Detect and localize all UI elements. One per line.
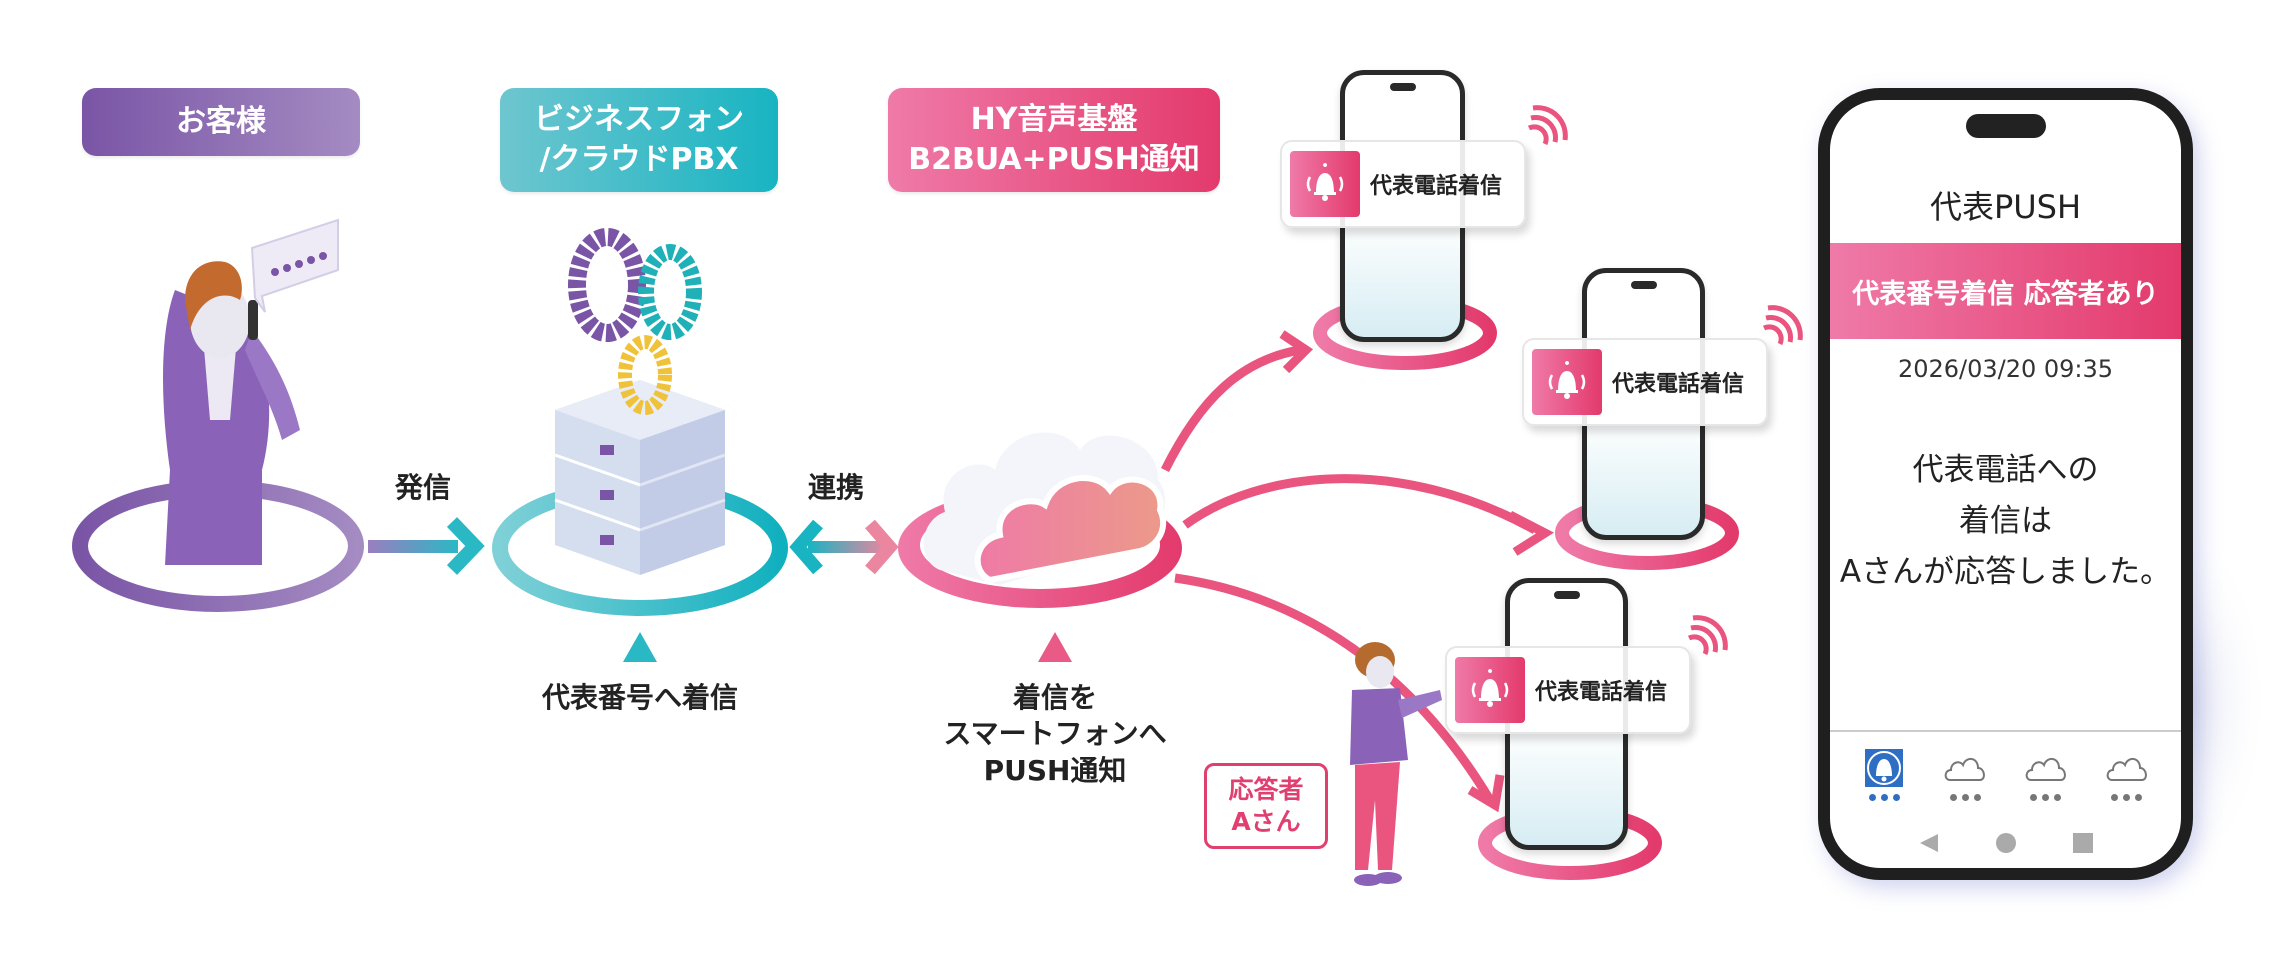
push-path-1	[1160, 345, 1301, 473]
phone-notch	[1630, 281, 1657, 289]
home-icon[interactable]	[1995, 832, 2017, 854]
hy-label-line2: B2BUA+PUSH通知	[908, 142, 1200, 177]
server-icon	[554, 380, 726, 575]
push-notification-2[interactable]: 代表電話着信	[1522, 338, 1768, 426]
camera-notch	[1965, 114, 2046, 138]
push-notification-1[interactable]: 代表電話着信	[1280, 140, 1526, 228]
bell-ringing-icon	[1290, 151, 1360, 217]
customer-label: お客様	[82, 88, 360, 156]
cloud-caption-line1: 着信を	[1012, 681, 1097, 714]
notification-text: 代表電話着信	[1535, 680, 1668, 705]
hy-label: HY音声基盤 B2BUA+PUSH通知	[888, 88, 1220, 192]
phone-notch	[1389, 83, 1416, 91]
notification-text: 代表電話着信	[1612, 372, 1745, 397]
responder-figure	[1350, 642, 1442, 886]
customer-label-text: お客様	[176, 103, 266, 139]
signal-waves-icon	[1527, 105, 1568, 146]
tab-cloud-2[interactable]	[2016, 748, 2076, 818]
cloud-icon	[2106, 758, 2147, 781]
pbx-pointer	[623, 632, 657, 662]
bell-ringing-icon	[1455, 657, 1525, 723]
customer-figure	[163, 261, 300, 565]
answer-message: 代表電話への 着信は Aさんが応答しました。	[1830, 445, 2181, 598]
send-label: 発信	[395, 471, 452, 504]
responder-bubble: 応答者 Aさん	[1204, 763, 1328, 849]
app-title: 代表PUSH	[1929, 188, 2082, 226]
pbx-label-line1: ビジネスフォン	[534, 101, 744, 137]
message-line: Aさんが応答しました。	[1839, 554, 2172, 591]
link-label: 連携	[808, 471, 865, 504]
tab-dots	[1949, 794, 1981, 801]
gears-icon	[568, 228, 702, 415]
cloud-caption: 着信を スマートフォンへ PUSH通知	[920, 680, 1190, 789]
speech-bubble-icon	[250, 218, 339, 313]
tab-dots	[2111, 794, 2143, 801]
phone-notch	[1553, 591, 1580, 599]
responder-line1: 応答者	[1228, 774, 1304, 804]
app-phone: 代表PUSH 代表番号着信 応答者あり 2026/03/20 09:35 代表電…	[1818, 88, 2193, 880]
responder-line2: Aさん	[1231, 807, 1301, 836]
cloud-icon	[1944, 758, 1985, 781]
cloud-icon	[923, 432, 1167, 585]
pbx-label: ビジネスフォン /クラウドPBX	[500, 88, 778, 192]
tab-divider	[1830, 730, 2181, 732]
tab-cloud-1[interactable]	[1935, 748, 1995, 818]
hy-label-line1: HY音声基盤	[970, 101, 1138, 137]
bell-icon	[1865, 749, 1904, 787]
pbx-caption: 代表番号へ着信	[541, 681, 738, 714]
cloud-caption-line2: スマートフォンへ	[943, 717, 1167, 751]
cloud-icon	[2025, 758, 2066, 781]
datetime: 2026/03/20 09:35	[1897, 355, 2114, 383]
android-nav-bar	[1890, 832, 2121, 854]
signal-waves-icon	[1762, 305, 1803, 346]
status-banner: 代表番号着信 応答者あり	[1830, 243, 2181, 339]
push-path-2	[1182, 474, 1538, 534]
pbx-label-line2: /クラウドPBX	[539, 142, 739, 177]
bottom-tab-bar	[1844, 748, 2167, 818]
tab-bell[interactable]	[1854, 748, 1914, 818]
push-notification-3[interactable]: 代表電話着信	[1445, 646, 1691, 734]
send-arrow	[368, 517, 485, 575]
bell-ringing-icon	[1532, 349, 1602, 415]
message-line: 代表電話への	[1912, 452, 2099, 488]
link-arrow	[789, 519, 899, 575]
recents-icon[interactable]	[2072, 832, 2094, 854]
tab-cloud-3[interactable]	[2097, 748, 2157, 818]
message-line: 着信は	[1959, 503, 2052, 540]
cloud-pointer	[1038, 632, 1072, 662]
cloud-caption-line3: PUSH通知	[983, 753, 1127, 787]
tab-dots	[2030, 794, 2062, 801]
notification-text: 代表電話着信	[1370, 174, 1503, 199]
tab-dots	[1868, 794, 1900, 801]
back-icon[interactable]	[1918, 832, 1940, 854]
signal-waves-icon	[1687, 615, 1728, 656]
